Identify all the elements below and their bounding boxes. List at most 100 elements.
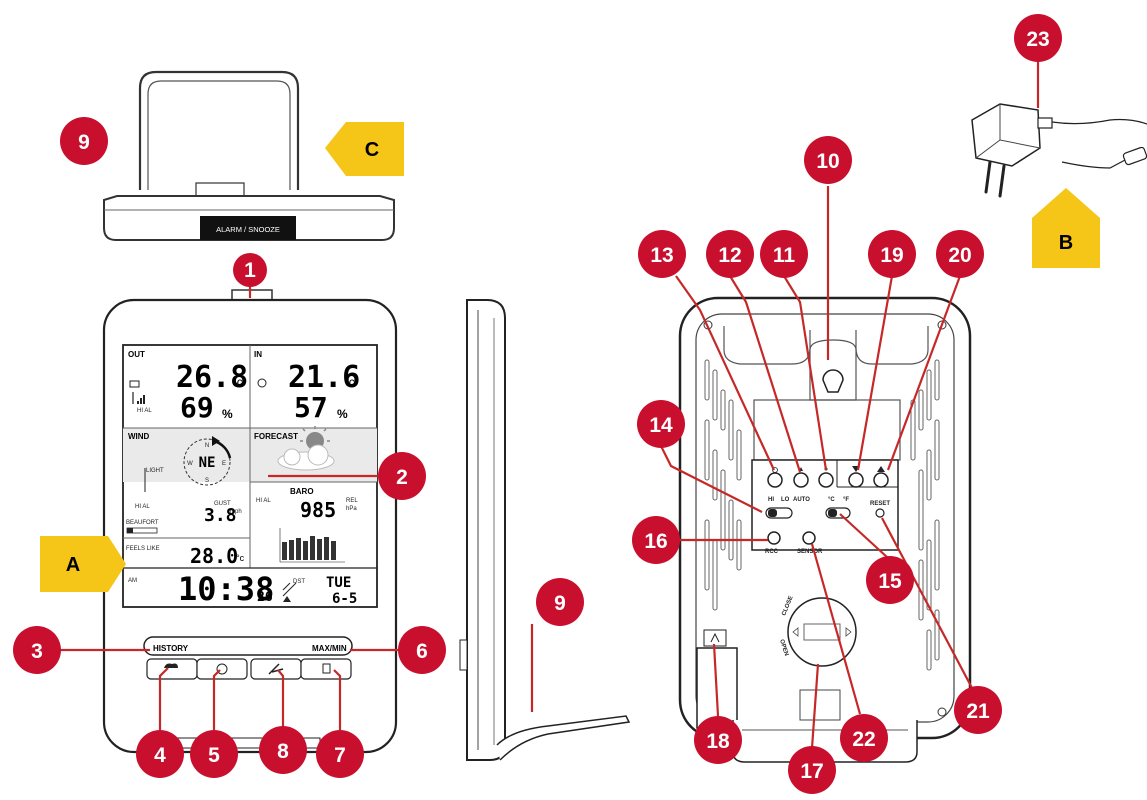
- svg-text:3: 3: [31, 640, 43, 663]
- out-label: OUT: [128, 350, 145, 359]
- callout-20: 20: [936, 230, 984, 278]
- callout-18: 18: [694, 716, 742, 764]
- wind-direction-arrow-icon: [212, 436, 220, 446]
- in-humidity: 57: [294, 391, 328, 424]
- fan-icon: [216, 663, 228, 675]
- front-view: OUT 26.8 °c 69 % HI AL IN 21.6 °c 57 % W…: [102, 289, 398, 754]
- leader-18: [712, 643, 720, 717]
- rcc-button[interactable]: [767, 531, 781, 545]
- callout-19: 19: [868, 230, 916, 278]
- hi-label: HI: [768, 497, 774, 503]
- clock-set-button[interactable]: [767, 472, 783, 488]
- leader-22: [810, 543, 862, 715]
- compass-w: W: [187, 461, 193, 467]
- in-percent: %: [337, 407, 348, 421]
- leader-19: [856, 275, 894, 471]
- side-housing: [466, 299, 506, 761]
- light-button[interactable]: [250, 658, 302, 680]
- leader-8: [277, 669, 285, 726]
- dc-jack[interactable]: [703, 629, 727, 647]
- svg-text:16: 16: [644, 530, 667, 553]
- svg-text:11: 11: [773, 244, 796, 267]
- rain-cloud-icon: [164, 663, 178, 668]
- callout-23: 23: [1014, 14, 1062, 62]
- sensor-label: SENSOR: [797, 549, 823, 555]
- leader-17: [810, 663, 820, 749]
- svg-text:7: 7: [334, 744, 346, 767]
- svg-text:2: 2: [396, 466, 408, 489]
- callout-5: 5: [190, 730, 238, 778]
- callout-12: 12: [706, 230, 754, 278]
- fahrenheit-label: °F: [843, 497, 849, 503]
- dc-plug: [1122, 146, 1147, 166]
- side-view: [459, 299, 631, 761]
- compass-direction: NE: [199, 455, 216, 471]
- compass-n: N: [205, 443, 209, 449]
- callout-8: 8: [259, 726, 307, 774]
- leader-4: [158, 667, 169, 730]
- tag-c: C: [325, 122, 404, 176]
- svg-text:13: 13: [650, 244, 673, 267]
- svg-text:12: 12: [718, 244, 741, 267]
- svg-text:17: 17: [800, 760, 823, 783]
- tag-b-shape: [1032, 188, 1100, 268]
- svg-text:1: 1: [244, 259, 256, 282]
- leader-11: [783, 275, 828, 471]
- wind-button[interactable]: [196, 658, 248, 680]
- clock-icon: [772, 467, 778, 473]
- pressure-value: 985: [300, 498, 336, 522]
- out-temp: 26.8: [176, 360, 248, 395]
- open-label: OPEN: [778, 639, 789, 657]
- rel-label: REL: [346, 498, 358, 504]
- alarm-snooze-label: ALARM / SNOOZE: [216, 225, 280, 234]
- svg-text:10: 10: [816, 150, 839, 173]
- battery-cover[interactable]: [787, 597, 857, 667]
- compass-e: E: [222, 461, 226, 467]
- comfort-icon: [257, 378, 267, 388]
- pressure-history-graph: [279, 528, 345, 563]
- wind-speed: 3.8: [204, 505, 237, 526]
- history-label: HISTORY: [153, 644, 189, 653]
- out-percent: %: [222, 407, 233, 421]
- rain-button[interactable]: [146, 658, 198, 680]
- callout-13: 13: [638, 230, 686, 278]
- compass: N S E W NE: [183, 436, 232, 486]
- stand-outline: [138, 70, 300, 190]
- up-button[interactable]: [873, 472, 889, 488]
- tag-a-label: A: [66, 554, 80, 576]
- cover-right-arrow-icon: [845, 627, 852, 637]
- stand-inner-outline: [147, 80, 291, 190]
- compass-s: S: [205, 478, 209, 484]
- tag-c-shape: [325, 122, 404, 176]
- menu-button[interactable]: [300, 658, 352, 680]
- out-humidity: 69: [180, 391, 214, 424]
- vent-slots: [704, 359, 940, 671]
- tag-c-label: C: [365, 139, 379, 161]
- leader-20: [886, 275, 962, 471]
- svg-text:22: 22: [852, 728, 875, 751]
- svg-text:21: 21: [966, 700, 990, 723]
- adapter-body: [971, 103, 1041, 167]
- am-label: AM: [128, 578, 137, 584]
- down-button[interactable]: [848, 472, 864, 488]
- reset-button[interactable]: [875, 508, 885, 518]
- leader-15: [839, 513, 889, 559]
- signal-icon: [132, 392, 145, 404]
- svg-text:4: 4: [154, 744, 166, 767]
- callout-14: 14: [637, 400, 685, 448]
- baro-hi-al: HI AL: [256, 498, 271, 504]
- sensor-button[interactable]: [802, 531, 816, 545]
- callout-7: 7: [316, 730, 364, 778]
- adapter-prongs: [984, 160, 1006, 198]
- callout-22: 22: [840, 714, 888, 762]
- clock-seconds: 26: [257, 590, 273, 605]
- leader-13: [675, 275, 775, 471]
- stand-hinge: [195, 182, 245, 198]
- front-button-strip: [143, 636, 353, 656]
- wall-mount-hole: [822, 369, 844, 393]
- alarm-snooze-button[interactable]: [200, 216, 296, 240]
- alarm-set-button[interactable]: [793, 472, 809, 488]
- auto-label: AUTO: [793, 497, 810, 503]
- signal-button[interactable]: [818, 472, 834, 488]
